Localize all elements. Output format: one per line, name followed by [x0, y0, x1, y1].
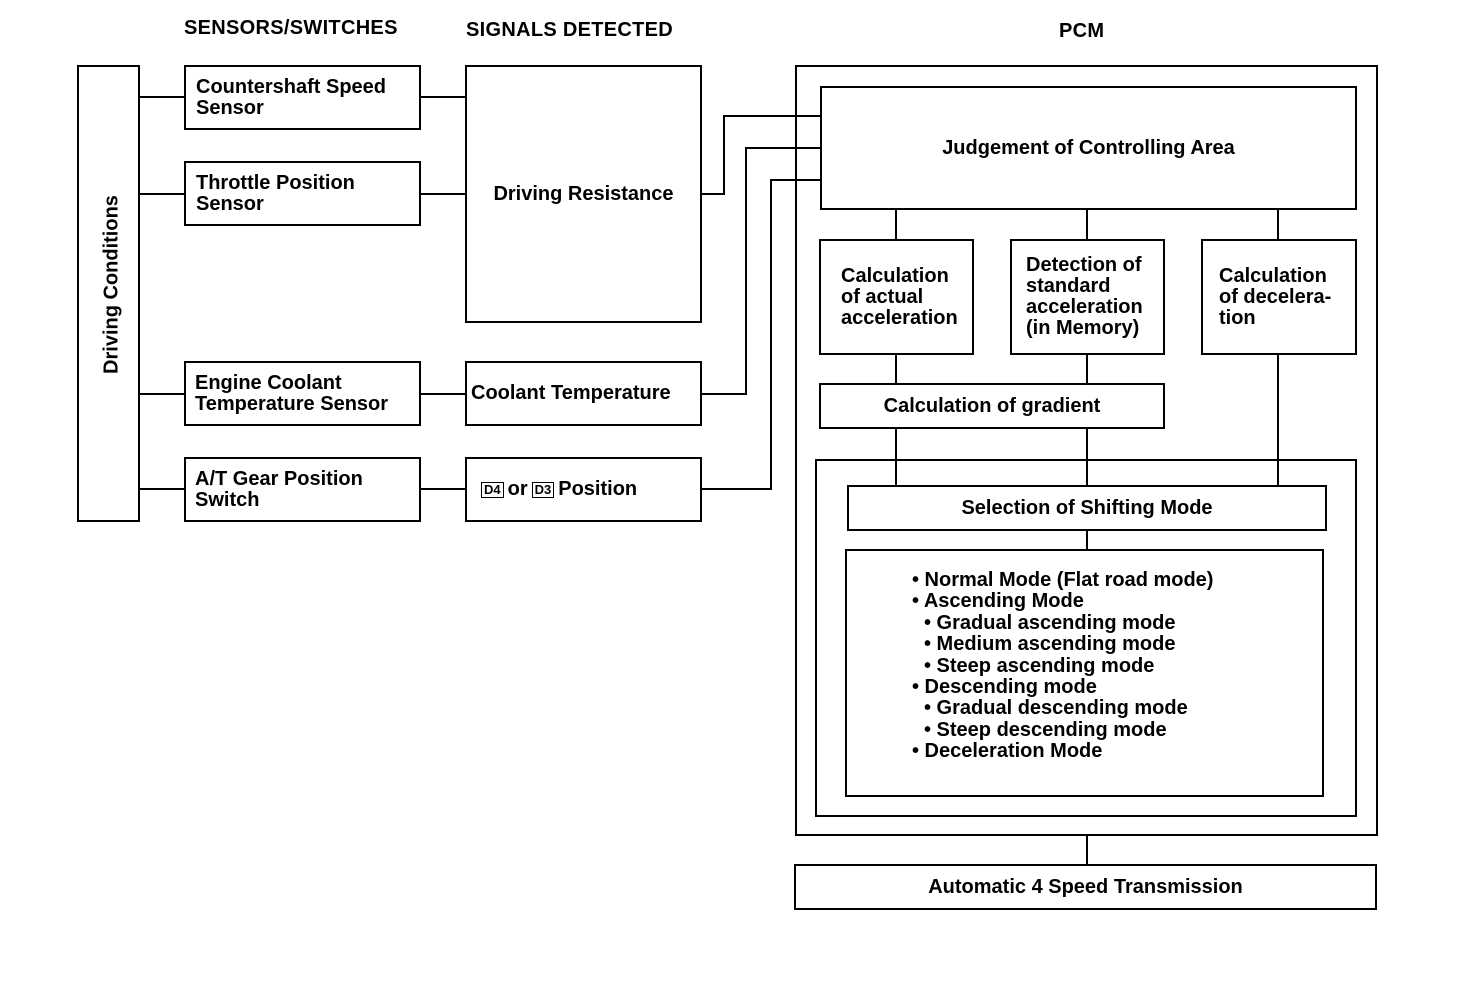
throttle-position-sensor: Throttle Position Sensor	[184, 161, 421, 226]
selection-of-shifting-mode: Selection of Shifting Mode	[847, 485, 1327, 531]
calculation-actual-acceleration: Calculation of actual acceleration	[819, 239, 974, 355]
calc-actual-line-2: of actual	[841, 285, 924, 308]
countershaft-speed-sensor: Countershaft Speed Sensor	[184, 65, 421, 130]
shifting-mode-frame	[815, 459, 1357, 817]
header-signals: SIGNALS DETECTED	[466, 19, 674, 41]
mode-subitem: • Steep ascending mode	[924, 654, 1155, 677]
mode-subitem: • Gradual descending mode	[924, 697, 1188, 720]
at-gear-position-switch: A/T Gear Position Switch	[184, 457, 421, 522]
calculation-of-gradient: Calculation of gradient	[819, 383, 1165, 429]
coolant-sensor-line-1: Engine Coolant	[195, 371, 342, 394]
throttle-line-1: Throttle Position	[196, 171, 355, 194]
coolant-sensor-line-2: Temperature Sensor	[195, 392, 389, 415]
d4-gear-icon: D4	[481, 481, 504, 498]
mode-subitem: • Gradual ascending mode	[924, 611, 1176, 634]
shifting-modes-list: • Normal Mode (Flat road mode) • Ascendi…	[912, 569, 1214, 763]
calc-decel-line-2: of decelera-	[1219, 285, 1332, 308]
d3-gear-icon: D3	[531, 481, 555, 498]
throttle-line-2: Sensor	[196, 192, 264, 215]
calc-actual-line-3: acceleration	[841, 306, 958, 329]
pcm-frame	[795, 65, 1378, 836]
gear-or-label: or	[507, 478, 528, 500]
mode-item: • Descending mode	[912, 676, 1097, 699]
driving-resistance-signal: Driving Resistance	[465, 65, 702, 323]
calculation-deceleration: Calculation of decelera- tion	[1201, 239, 1357, 355]
detect-standard-line-3: acceleration	[1026, 296, 1143, 318]
mode-item: • Deceleration Mode	[912, 740, 1103, 763]
mode-subitem: • Medium ascending mode	[924, 633, 1176, 656]
countershaft-line-1: Countershaft Speed	[196, 75, 387, 98]
header-pcm: PCM	[1059, 20, 1105, 42]
driving-resistance-label: Driving Resistance	[493, 182, 674, 205]
engine-coolant-temperature-sensor: Engine Coolant Temperature Sensor	[184, 361, 421, 426]
coolant-temperature-signal: Coolant Temperature	[465, 361, 702, 426]
shifting-modes-box	[845, 549, 1324, 797]
automatic-transmission: Automatic 4 Speed Transmission	[794, 864, 1377, 910]
countershaft-line-2: Sensor	[196, 96, 264, 119]
selection-label: Selection of Shifting Mode	[961, 496, 1213, 519]
gear-switch-line-2: Switch	[195, 488, 260, 511]
coolant-temperature-label: Coolant Temperature	[471, 382, 671, 404]
detect-standard-line-1: Detection of	[1026, 254, 1142, 276]
judgement-label: Judgement of Controlling Area	[942, 136, 1235, 159]
mode-item: • Normal Mode (Flat road mode)	[912, 569, 1214, 591]
gear-switch-line-1: A/T Gear Position	[195, 467, 363, 490]
mode-subitem: • Steep descending mode	[924, 718, 1167, 741]
detect-standard-line-2: standard	[1026, 275, 1111, 297]
transmission-label: Automatic 4 Speed Transmission	[928, 875, 1243, 898]
detect-standard-line-4: (in Memory)	[1026, 317, 1140, 339]
calc-decel-line-1: Calculation	[1219, 264, 1327, 287]
mode-item: • Ascending Mode	[912, 590, 1084, 613]
detection-standard-acceleration: Detection of standard acceleration (in M…	[1010, 239, 1165, 355]
header-sensors: SENSORS/SWITCHES	[184, 17, 398, 39]
judgement-of-controlling-area: Judgement of Controlling Area	[820, 86, 1357, 210]
gear-position-signal: D4 or D3 Position	[465, 457, 702, 522]
gradient-label: Calculation of gradient	[883, 394, 1101, 417]
calc-actual-line-1: Calculation	[841, 264, 949, 287]
gear-position-label: Position	[558, 478, 638, 500]
calc-decel-line-3: tion	[1219, 306, 1256, 329]
driving-conditions-box: Driving Conditions	[77, 65, 140, 522]
driving-conditions-label: Driving Conditions	[100, 195, 123, 374]
